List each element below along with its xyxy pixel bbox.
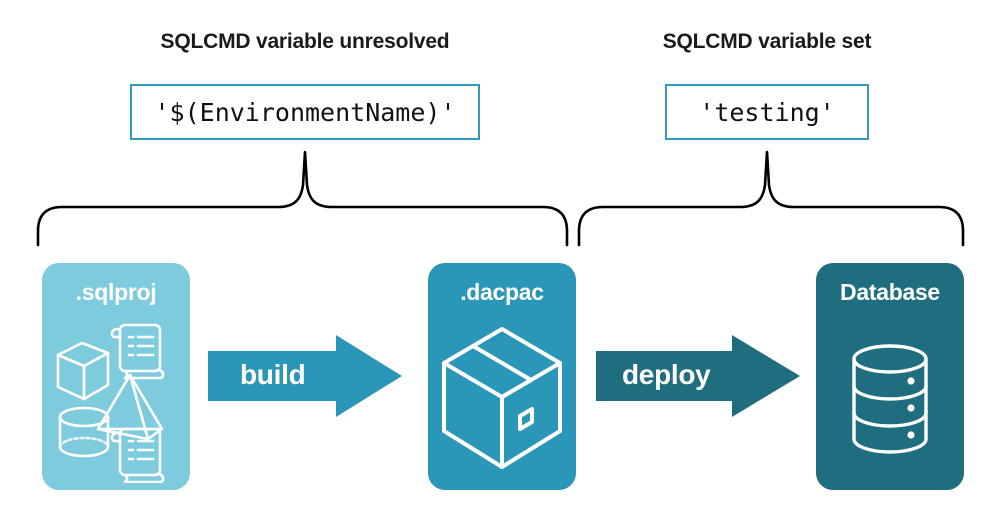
project-shapes-icon — [42, 313, 190, 483]
build-arrow-label: build — [240, 359, 306, 390]
curly-brace-build — [36, 150, 569, 247]
stage-label-sqlproj: .sqlproj — [75, 279, 157, 305]
group-heading-deploy: SQLCMD variable set — [662, 30, 872, 53]
stage-label-dacpac: .dacpac — [460, 279, 544, 305]
deploy-arrow-shape — [596, 335, 800, 417]
deploy-arrow-label: deploy — [622, 359, 711, 390]
group-heading-build: SQLCMD variable unresolved — [160, 30, 450, 53]
scroll-icon-bottom — [110, 427, 165, 483]
scroll-icon-top — [110, 323, 165, 380]
curly-brace-deploy — [577, 150, 965, 247]
code-box-environment-name: '$(EnvironmentName)' — [130, 84, 480, 140]
stage-box-sqlproj: .sqlproj — [42, 263, 190, 490]
cylinder-icon — [58, 406, 110, 458]
stage-box-database: Database — [816, 263, 964, 490]
stage-label-database: Database — [840, 279, 940, 305]
code-value-environment-name: '$(EnvironmentName)' — [154, 97, 456, 127]
code-box-testing: 'testing' — [665, 84, 869, 140]
package-box-icon — [428, 315, 576, 481]
build-arrow-shape — [208, 335, 402, 417]
database-cylinder-icon — [816, 321, 964, 481]
cube-icon — [56, 341, 110, 401]
deploy-arrow: deploy — [596, 335, 802, 417]
build-arrow: build — [208, 335, 404, 417]
code-value-testing: 'testing' — [699, 97, 835, 127]
stage-box-dacpac: .dacpac — [428, 263, 576, 490]
brace-layer — [0, 145, 1000, 250]
